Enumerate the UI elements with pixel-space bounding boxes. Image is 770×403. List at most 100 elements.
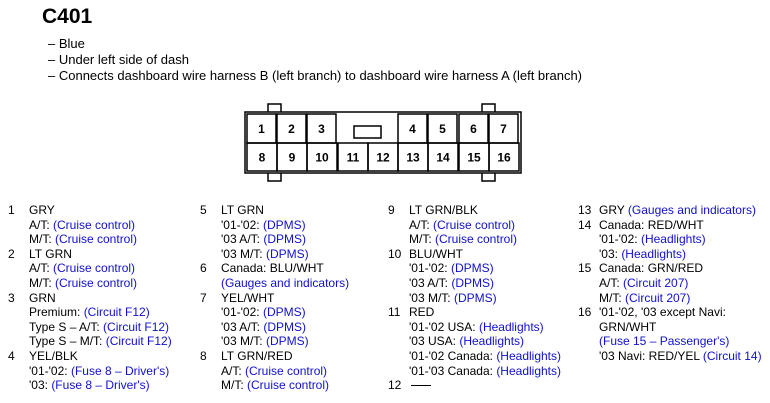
circuit-link[interactable]: (Cruise control): [435, 232, 518, 247]
detail-text: LT GRN: [221, 203, 264, 217]
circuit-link[interactable]: (Headlights): [496, 348, 562, 363]
pin-number: 5: [200, 203, 207, 217]
detail-text: '03 Navi: RED/YEL: [599, 348, 703, 363]
detail-text: Premium:: [29, 305, 84, 320]
circuit-link[interactable]: (DPMS): [453, 290, 497, 305]
circuit-link[interactable]: (Cruise control): [245, 363, 328, 378]
detail-text: '03 A/T:: [409, 275, 452, 290]
wire-color: Canada: RED/WHT: [599, 218, 762, 233]
wire-color: GRY: [29, 203, 172, 218]
pin-number: 6: [200, 261, 207, 276]
circuit-link[interactable]: (Headlights): [621, 246, 687, 261]
wire-color: YEL/WHT: [221, 291, 349, 306]
cavity-label: 3: [318, 122, 325, 136]
circuit-link[interactable]: (Headlights): [496, 363, 562, 378]
circuit-link[interactable]: (DPMS): [262, 217, 306, 232]
circuit-link[interactable]: (Headlights): [478, 319, 544, 334]
cavity-label: 12: [376, 151, 390, 165]
cavity-label: 15: [467, 151, 481, 165]
cavity-label: 10: [315, 151, 329, 165]
circuit-link[interactable]: (DPMS): [263, 319, 306, 334]
pin-detail-line: '03 M/T: (DPMS): [221, 334, 349, 349]
circuit-link[interactable]: (DPMS): [265, 334, 309, 349]
circuit-link[interactable]: (Circuit 207): [625, 290, 691, 305]
detail-text: YEL/WHT: [221, 290, 275, 305]
detail-text: RED: [409, 305, 435, 320]
pin-detail-line: A/T: (Cruise control): [409, 218, 561, 233]
pin-number: 2: [8, 246, 15, 261]
detail-text: LT GRN: [29, 246, 72, 261]
cavity-label: 13: [406, 151, 420, 165]
circuit-link[interactable]: (Cruise control): [53, 217, 136, 232]
pin-detail-line: M/T: (Circuit 207): [599, 291, 762, 306]
pin-detail-line: M/T: (Cruise control): [221, 378, 349, 393]
circuit-link[interactable]: (Cruise control): [247, 378, 330, 393]
cavity-label: 8: [259, 151, 266, 165]
pin-detail-line: '03 A/T: (DPMS): [221, 320, 349, 335]
pin-detail-line: '03 A/T: (DPMS): [409, 276, 561, 291]
circuit-link[interactable]: (DPMS): [263, 232, 306, 247]
pin-detail-line: GRN/WHT: [599, 320, 762, 335]
cavity-label: 5: [439, 122, 446, 136]
detail-text: GRY: [29, 203, 55, 217]
detail-text: '01-'02:: [221, 217, 263, 232]
detail-text: A/T:: [221, 363, 246, 378]
circuit-link[interactable]: (Gauges and indicators): [221, 275, 350, 290]
circuit-link[interactable]: (Fuse 15 – Passenger's): [599, 334, 730, 349]
pin-detail-line: '03: (Fuse 8 – Driver's): [29, 378, 172, 393]
cavity-label: 7: [500, 122, 507, 136]
circuit-link[interactable]: (Circuit 14): [702, 348, 762, 363]
circuit-link[interactable]: (Circuit F12): [83, 305, 150, 320]
circuit-link[interactable]: (Cruise control): [55, 275, 138, 290]
description-connects: – Connects dashboard wire harness B (lef…: [48, 68, 583, 83]
pin-detail-line: '01-'03 Canada: (Headlights): [409, 364, 561, 379]
pin-number: 4: [8, 348, 15, 363]
detail-text: GRN/WHT: [599, 319, 657, 334]
circuit-link[interactable]: (Cruise control): [55, 232, 138, 247]
pin-detail-line: A/T: (Cruise control): [221, 364, 349, 379]
circuit-link[interactable]: (Cruise control): [53, 261, 136, 276]
wire-color: LT GRN/BLK: [409, 203, 561, 218]
circuit-link[interactable]: (Circuit 207): [623, 275, 689, 290]
circuit-link[interactable]: (DPMS): [262, 305, 306, 320]
circuit-link[interactable]: (Headlights): [459, 334, 525, 349]
circuit-link[interactable]: (Circuit F12): [105, 334, 172, 349]
pin-detail-line: A/T: (Circuit 207): [599, 276, 762, 291]
circuit-link[interactable]: (Headlights): [640, 232, 706, 247]
circuit-link[interactable]: (DPMS): [265, 246, 309, 261]
circuit-link[interactable]: (Gauges and indicators): [627, 203, 756, 217]
detail-text: M/T:: [221, 378, 247, 393]
connector-cavity: [427, 142, 459, 172]
pin-detail-line: '03 Navi: RED/YEL (Circuit 14): [599, 349, 762, 364]
circuit-link[interactable]: (DPMS): [450, 261, 494, 276]
circuit-link[interactable]: (Circuit F12): [103, 319, 170, 334]
connector-cavity: [306, 142, 338, 172]
circuit-link[interactable]: (DPMS): [451, 275, 494, 290]
wire-color: RED: [409, 305, 561, 320]
cavity-label: 9: [289, 151, 296, 165]
pin-number: 8: [200, 348, 207, 363]
circuit-link[interactable]: (Fuse 8 – Driver's): [70, 363, 170, 378]
pin-detail-line: M/T: (Cruise control): [409, 232, 561, 247]
circuit-link[interactable]: (Fuse 8 – Driver's): [51, 378, 150, 393]
circuit-link[interactable]: (Cruise control): [433, 217, 516, 232]
detail-text: '03:: [599, 246, 622, 261]
cavity-label: 4: [409, 122, 416, 136]
wire-color: GRN: [29, 291, 172, 306]
detail-text: '01-'02:: [409, 261, 451, 276]
pin-number: 10: [388, 246, 402, 261]
wire-color: Canada: GRN/RED: [599, 261, 762, 276]
detail-text: Canada: BLU/WHT: [221, 261, 324, 276]
connector-cavity: [488, 142, 520, 172]
pin-number: 16: [578, 305, 592, 320]
connector-description: – Blue – Under left side of dash – Conne…: [48, 36, 582, 84]
wire-color: GRY (Gauges and indicators): [599, 203, 762, 218]
